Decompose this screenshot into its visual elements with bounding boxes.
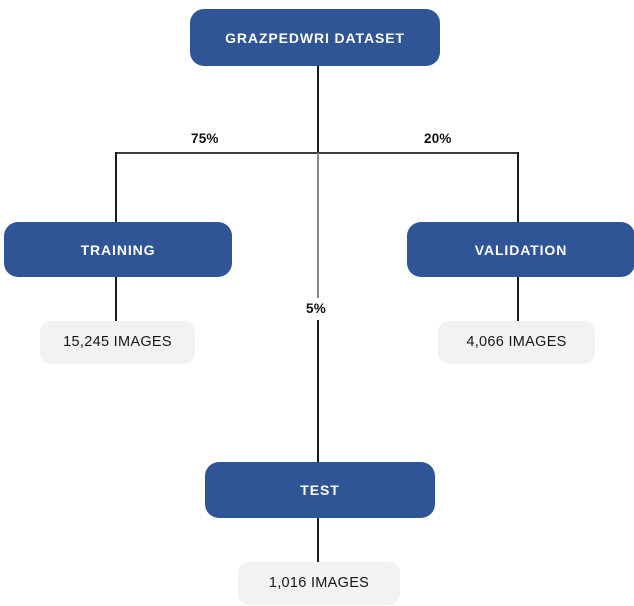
count-box-validation-label: 4,066 IMAGES [466, 334, 567, 351]
count-box-training-label: 15,245 IMAGES [63, 334, 172, 351]
node-training-label: TRAINING [80, 241, 156, 258]
connector-to-training [115, 152, 117, 223]
count-box-training[interactable]: 15,245 IMAGES [40, 321, 195, 364]
connector-to-test-lower [317, 320, 319, 463]
connector-branch-bar [116, 152, 519, 154]
percent-label-training: 75% [186, 131, 224, 147]
node-test[interactable]: TEST [205, 462, 435, 518]
node-training[interactable]: TRAINING [4, 222, 232, 277]
connector-training-to-count [115, 277, 117, 322]
connector-validation-to-count [517, 277, 519, 322]
count-box-validation[interactable]: 4,066 IMAGES [438, 321, 595, 364]
node-validation-label: VALIDATION [474, 241, 568, 258]
node-validation[interactable]: VALIDATION [407, 222, 634, 277]
percent-label-test: 5% [301, 301, 331, 317]
connector-root-stem [317, 66, 319, 153]
percent-label-validation: 20% [419, 131, 457, 147]
connector-to-test-upper [317, 153, 319, 298]
node-root-dataset-label: GRAZPEDWRI DATASET [225, 29, 405, 46]
node-root-dataset[interactable]: GRAZPEDWRI DATASET [190, 9, 440, 66]
count-box-test[interactable]: 1,016 IMAGES [238, 562, 400, 605]
connector-test-to-count [317, 518, 319, 563]
node-test-label: TEST [300, 482, 340, 498]
count-box-test-label: 1,016 IMAGES [268, 575, 370, 592]
connector-to-validation [517, 152, 519, 223]
